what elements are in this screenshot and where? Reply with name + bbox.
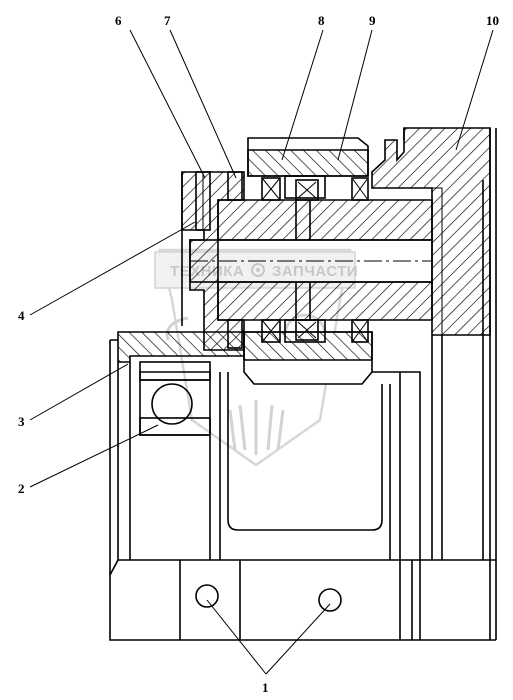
callout-3: 3 [18,414,25,429]
callout-4: 4 [18,308,25,323]
callout-7: 7 [164,13,171,28]
callout-1: 1 [262,680,269,695]
leader-lines [29,29,494,675]
callout-2: 2 [18,481,25,496]
gear-icon [251,263,265,277]
callout-labels: 6 7 8 9 10 4 3 2 1 [18,13,499,695]
callout-10: 10 [486,13,499,28]
callout-8: 8 [318,13,325,28]
assembly-section [109,127,497,641]
callout-6: 6 [115,13,122,28]
watermark-text-right: ЗАПЧАСТИ [272,263,358,280]
callout-9: 9 [369,13,376,28]
